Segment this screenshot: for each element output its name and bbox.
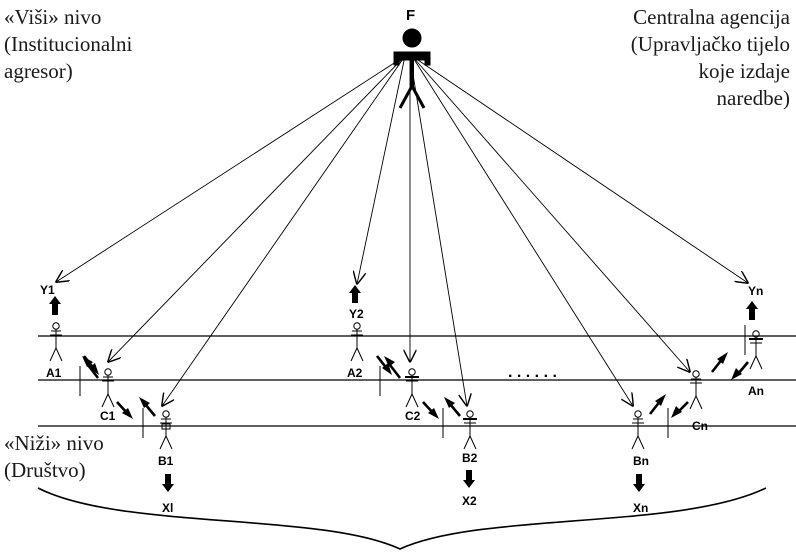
central-agency-desc-2: koje izdaje [698, 59, 790, 83]
lower-level-title: «Niži» nivo [4, 431, 104, 455]
up-arrow-y2-icon [349, 285, 361, 303]
agent-ticks [79, 325, 746, 438]
up-arrow-y1-icon [49, 296, 61, 315]
arrow-b1-c1-icon [139, 397, 156, 417]
node-y1-label: Y1 [40, 283, 55, 297]
node-y2-label: Y2 [349, 307, 364, 321]
node-c2-label: C2 [405, 409, 421, 423]
upper-level-label: «Viši» nivo (Institucionalni agresor) [4, 4, 132, 85]
agent-b2-icon [463, 410, 477, 450]
node-xn-label: Xn [633, 501, 648, 515]
agent-cn-icon [689, 370, 703, 410]
arrow-bn-cn-icon [648, 394, 666, 415]
node-b2-label: B2 [462, 451, 478, 465]
central-agency-desc-1: (Upravljačko tijelo [630, 32, 790, 56]
arrow-f-cn [411, 55, 690, 372]
down-arrow-x1-icon [162, 474, 174, 492]
figure-f-icon [393, 28, 431, 109]
arrow-an-cn-icon [731, 361, 749, 380]
arrow-c1-a1-icon [82, 356, 100, 379]
down-arrow-x2-icon [463, 470, 475, 488]
node-c1-label: C1 [100, 409, 116, 423]
diagonal-bold-arrows [82, 352, 749, 419]
bold-arrows [49, 285, 758, 492]
central-agency-title: Centralna agencija [633, 5, 790, 29]
agent-c1-icon [101, 368, 115, 408]
agent-a1-icon [49, 322, 63, 362]
node-bn-label: Bn [633, 454, 649, 468]
node-labels: Y1 Y2 Yn A1 A2 An C1 C2 Cn B1 B2 Bn Xl X… [40, 283, 764, 515]
upper-level-title: «Viši» nivo [4, 5, 102, 29]
lower-level-desc: (Društvo) [4, 458, 86, 482]
node-f-label: F [406, 7, 415, 24]
arrow-b2-c2-icon [444, 397, 461, 417]
command-lines [56, 55, 748, 406]
arrow-f-b1 [162, 55, 406, 406]
node-a2-label: A2 [347, 366, 363, 380]
down-arrow-xn-icon [633, 474, 645, 492]
arrow-f-y2 [357, 55, 406, 284]
arrow-f-y1 [56, 55, 406, 282]
arrow-c2-a2-icon [384, 356, 402, 379]
bottom-brace [37, 487, 767, 550]
upper-level-desc-2: agresor) [4, 59, 73, 83]
node-cn-label: Cn [692, 419, 708, 433]
agent-c2-icon [405, 368, 419, 408]
agent-figures [49, 322, 763, 450]
arrow-f-bn [411, 55, 633, 406]
node-x2-label: X2 [462, 494, 477, 508]
agent-a2-icon [350, 322, 364, 362]
upper-level-desc-1: (Institucionalni [4, 32, 133, 56]
agent-b1-icon [159, 410, 173, 450]
central-agency-desc-3: naredbe) [716, 86, 790, 110]
level-lines [38, 335, 796, 427]
arrow-f-c1 [108, 55, 406, 362]
arrow-f-b2 [409, 55, 467, 406]
arrow-cn-an-icon [710, 352, 728, 373]
node-yn-label: Yn [748, 284, 763, 298]
ellipsis-dots: . . . . . . [508, 364, 557, 381]
central-agency-label: Centralna agencija (Upravljačko tijelo k… [631, 4, 790, 112]
agent-an-icon [749, 330, 763, 370]
arrow-a2-c2-icon [375, 355, 392, 375]
node-x1-label: Xl [162, 501, 173, 515]
agent-bn-icon [631, 410, 645, 450]
up-arrow-yn-icon [746, 301, 758, 320]
arrow-c2-b2-icon [422, 401, 439, 419]
arrow-f-yn [411, 55, 748, 283]
arrow-c1-b1-icon [116, 401, 133, 419]
node-a1-label: A1 [46, 366, 62, 380]
node-b1-label: B1 [158, 454, 174, 468]
node-an-label: An [748, 384, 764, 398]
lower-level-label: «Niži» nivo (Društvo) [4, 430, 104, 484]
arrow-cn-bn-icon [671, 401, 689, 418]
